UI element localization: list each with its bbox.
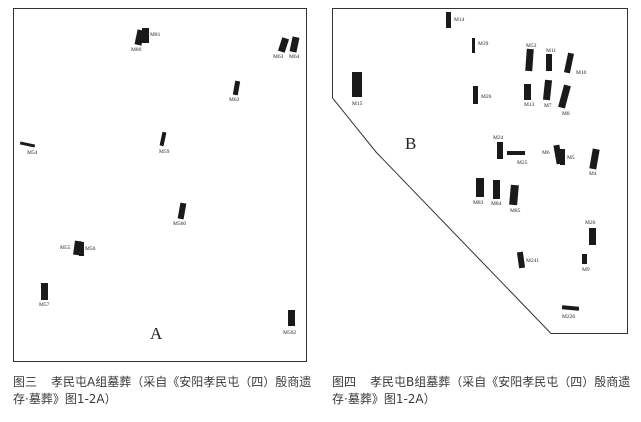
tomb-m81 [142,28,149,43]
tomb-m54 [19,141,36,148]
tomb-m10 [563,52,575,74]
panel-b-map: M14 M39 M53 M11 M10 M15 M26 M13 M7 M8 M2… [332,8,628,334]
panel-a-border [13,8,307,362]
tomb-label-m54: M54 [27,150,38,156]
tomb-m11 [546,54,552,71]
tomb-label-m8: M8 [562,111,570,117]
tomb-m562 [288,310,295,326]
tomb-m53 [525,48,534,72]
tomb-label-m25: M25 [517,160,528,166]
tomb-label-m59: M59 [159,149,170,155]
figure-3-number: 图三 [13,375,38,389]
tomb-label-m5: M5 [567,155,575,161]
tomb-label-m84: M84 [491,201,502,207]
tomb-m7 [542,79,553,101]
panel-b-boundary [332,8,628,334]
tomb-label-m15: M15 [352,101,363,107]
tomb-label-m241: M241 [526,258,539,264]
tomb-m57 [41,283,48,300]
tomb-label-m10: M10 [576,70,587,76]
tomb-m85 [509,184,519,206]
tomb-m84 [493,180,500,199]
tomb-label-m63: M63 [273,54,284,60]
tomb-m59 [159,131,167,147]
tomb-m241 [516,251,526,269]
tomb-label-m80: M80 [131,47,142,53]
tomb-m560 [177,202,187,220]
figure-3-caption: 图三孝民屯A组墓葬（采自《安阳孝民屯（四）殷商遗存·墓葬》图1-2A） [13,374,313,408]
panel-a-letter: A [150,324,163,343]
tomb-m39 [472,38,475,53]
tomb-label-m39: M39 [478,41,489,47]
tomb-m24 [497,142,503,159]
tomb-label-m24: M24 [493,135,504,141]
figure-3-text: 孝民屯A组墓葬（采自《安阳孝民屯（四）殷商遗存·墓葬》图1-2A） [13,375,312,406]
figure-4-text: 孝民屯B组墓葬（采自《安阳孝民屯（四）殷商遗存·墓葬》图1-2A） [332,375,631,406]
tomb-m63 [278,37,289,53]
tomb-label-m13: M13 [524,102,535,108]
figure-4-number: 图四 [332,375,357,389]
tomb-label-m6: M6 [542,150,550,156]
tomb-m4 [589,148,600,170]
tomb-label-m226: M226 [562,314,575,320]
tomb-m64 [289,36,300,53]
tomb-m13 [524,84,531,100]
panel-a-map: M81 M80 M63 M64 M62 M54 M59 M560 M55 M56… [13,8,307,362]
tomb-label-m81: M81 [150,32,161,38]
tomb-label-m56: M56 [85,246,96,252]
tomb-label-m560: M560 [173,221,186,227]
tomb-label-m64: M64 [289,54,300,60]
tomb-label-m7: M7 [544,103,552,109]
tomb-m25 [507,151,525,155]
tomb-label-m83: M83 [473,200,484,206]
tomb-label-m11: M11 [546,48,556,54]
tomb-m56 [79,242,84,256]
tomb-label-m562: M562 [283,330,296,336]
tomb-label-m62: M62 [229,97,240,103]
tomb-m15 [352,72,362,97]
tomb-label-m55: M55 [60,245,71,251]
panel-b-letter: B [405,134,416,153]
tomb-label-m57: M57 [39,302,50,308]
tomb-label-m14: M14 [454,17,465,23]
tomb-label-m26: M26 [481,94,492,100]
tomb-label-m20: M20 [585,220,596,226]
tomb-label-m53: M53 [526,43,537,49]
tomb-m9 [582,254,587,264]
tomb-m14 [446,12,451,28]
tomb-label-m85: M85 [510,208,521,214]
tomb-m80 [134,29,145,46]
tomb-m226 [561,305,580,311]
tomb-m83 [476,178,484,197]
tomb-m20 [589,228,596,245]
tomb-label-m4: M4 [589,171,597,177]
figure-4-caption: 图四孝民屯B组墓葬（采自《安阳孝民屯（四）殷商遗存·墓葬》图1-2A） [332,374,632,408]
tomb-m62 [232,80,241,96]
tomb-label-m9: M9 [582,267,590,273]
tomb-m8 [558,84,571,109]
tomb-m5 [560,149,565,165]
tomb-m26 [473,86,478,104]
